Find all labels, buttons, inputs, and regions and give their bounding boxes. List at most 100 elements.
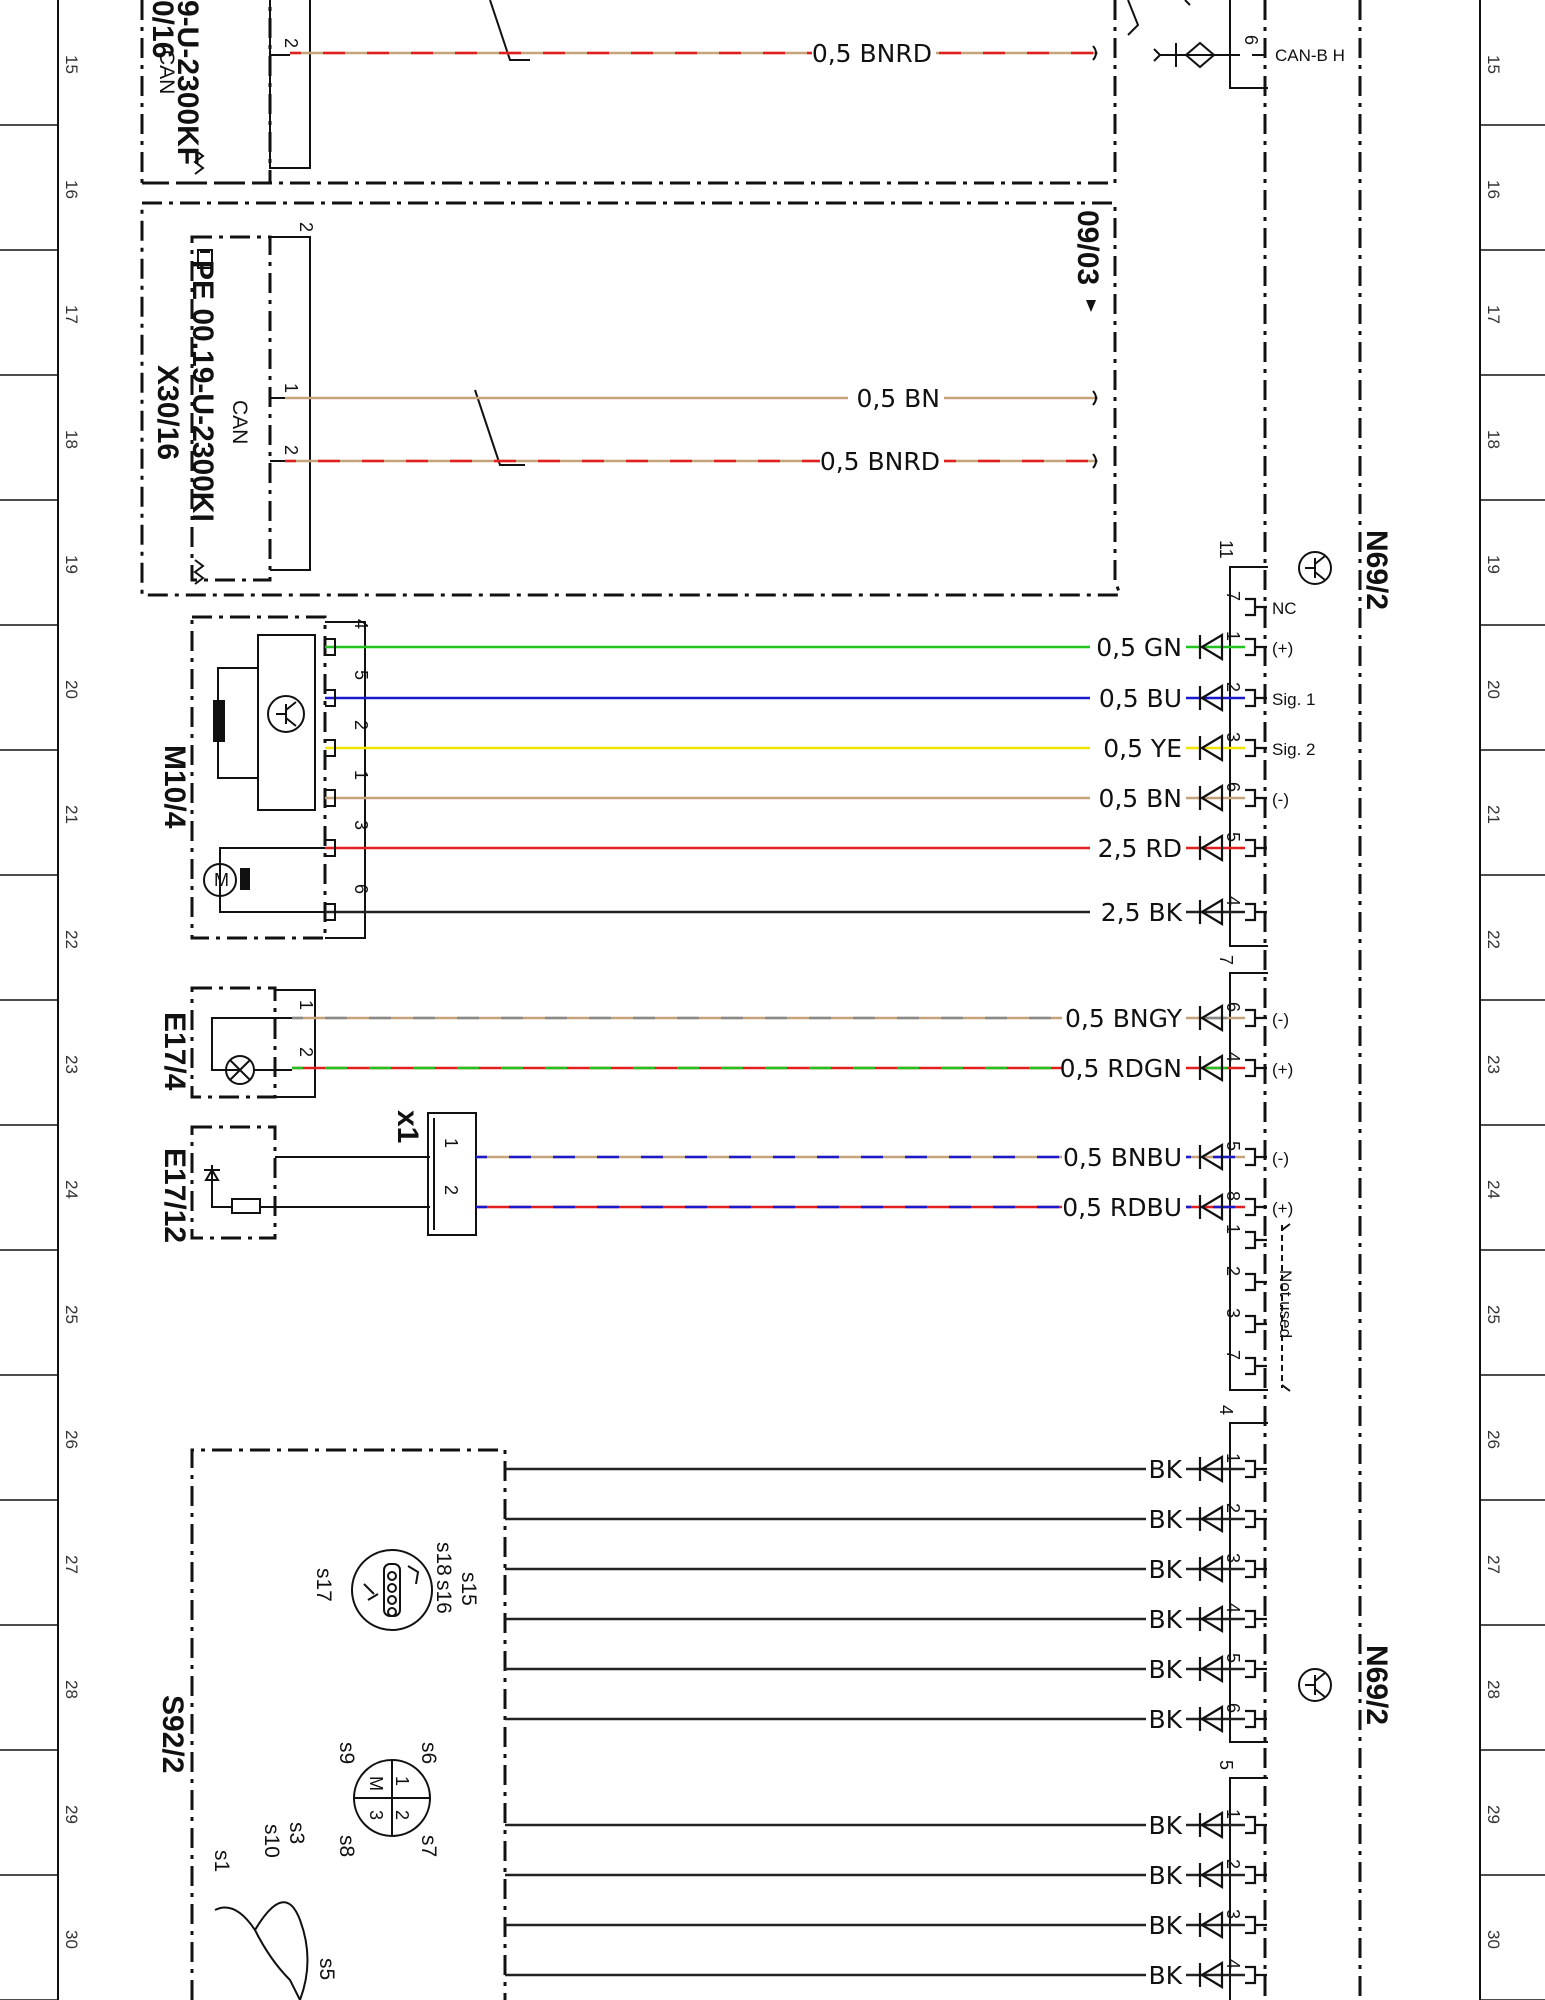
transistor-icon-low	[1298, 1668, 1332, 1702]
conn-b-pin-8	[1245, 1197, 1267, 1217]
x1-label: x1	[391, 1110, 424, 1143]
grid-number-right: 22	[1484, 930, 1503, 949]
lower-can-connector: 2 CAN PE 00.19-U-2300KI X30/16 1 2 09/03	[140, 201, 1123, 597]
grid-number-left: 25	[62, 1305, 81, 1324]
conn-c-wire-label-2-bg	[1146, 1505, 1186, 1533]
conn-d-arrow-1	[1198, 1811, 1224, 1839]
conn-b-signal-3: (+)	[1272, 1199, 1293, 1218]
conn-a-pin-6-num: 6	[1223, 782, 1243, 792]
conn-b-wire-label-3: 0,5 RDBU	[1062, 1193, 1182, 1222]
conn-b-unused-pin-2	[1245, 1272, 1267, 1292]
conn-d-arrow-3	[1198, 1911, 1224, 1939]
conn-d-pin-1	[1245, 1815, 1267, 1835]
conn-a-signal-2: Sig. 1	[1272, 690, 1315, 709]
conn-a-arrow-6	[1198, 898, 1224, 926]
conn-b-arrow-0	[1198, 1004, 1224, 1032]
lower-wire-label-0: 0,5 BN	[856, 384, 940, 413]
m10-pin-num: 2	[351, 720, 371, 730]
conn-c-pin-4	[1245, 1609, 1267, 1629]
m10-pin-num: 4	[351, 619, 371, 629]
conn-a-pin-1	[1245, 637, 1267, 657]
n69-2-label-mid: N69/2	[1360, 530, 1393, 610]
conn-d-wire-label-3-bg	[1146, 1911, 1186, 1939]
grid-number-right: 19	[1484, 555, 1503, 574]
conn-a-wire-label-4-bg	[1090, 784, 1186, 812]
switch-s17: s17	[312, 1568, 335, 1602]
not-used-label: Not used	[1276, 1270, 1295, 1338]
conn-b-wire-label-1: 0,5 RDGN	[1060, 1054, 1182, 1083]
switch-s6: s6	[417, 1742, 440, 1764]
m10-pin-mark	[325, 689, 336, 707]
conn-a-wire-label-2: 0,5 BU	[1099, 684, 1182, 713]
lower-pin-2: 2	[281, 445, 301, 455]
grid-number-left: 27	[62, 1555, 81, 1574]
m10-pin-num: 1	[351, 770, 371, 780]
m10-pin-num: 3	[351, 820, 371, 830]
conn-c-pin-2-num: 2	[1223, 1503, 1243, 1513]
e17-12-label: E17/12	[158, 1148, 191, 1243]
lower-wire-label-0-bg	[848, 384, 944, 412]
m10-pin-num: 5	[351, 670, 371, 680]
conn-a-arrow-4	[1198, 784, 1224, 812]
switch-s10: s10	[260, 1824, 283, 1858]
conn-b-pin-5-num: 5	[1223, 1141, 1243, 1151]
sensor-transistor-icon	[267, 695, 305, 733]
conn-a-pin-3	[1245, 738, 1267, 758]
n69-2-label-low: N69/2	[1360, 1645, 1393, 1725]
conn-c-pin-5	[1245, 1659, 1267, 1679]
conn-b-arrow-1	[1198, 1054, 1224, 1082]
conn-b-unused-pin-1-num: 1	[1223, 1224, 1243, 1234]
lower-part-number: PE 00.19-U-2300KI	[186, 260, 219, 522]
grid-number-left: 18	[62, 430, 81, 449]
grid-number-right: 25	[1484, 1305, 1503, 1324]
hand-pointer-icon	[197, 249, 213, 269]
m10-pin-mark	[325, 638, 336, 656]
switch-s18: s18	[432, 1542, 455, 1576]
conn-a-wire-label-5-bg	[1090, 834, 1186, 862]
conn-c-pin-6	[1245, 1709, 1267, 1729]
joystick-switch-icon: 1 2 3 M	[353, 1759, 431, 1837]
x1-pin-1: 1	[441, 1138, 461, 1148]
conn-c-wire-label-6-bg	[1146, 1705, 1186, 1733]
grid-number-right: 30	[1484, 1930, 1503, 1949]
switch-s9: s9	[335, 1742, 358, 1764]
conn-c-arrow-1	[1198, 1455, 1224, 1483]
lower-can-wires: 0,5 BN0,5 BNRD	[270, 384, 1098, 476]
conn-c-wire-label-5-bg	[1146, 1655, 1186, 1683]
grid-number-left: 30	[62, 1930, 81, 1949]
seat-switch-shape	[214, 1901, 309, 2000]
conn-c-pin-5-num: 5	[1223, 1653, 1243, 1663]
n69-top-pin: 6	[1241, 35, 1261, 45]
conn-c-arrow-4	[1198, 1605, 1224, 1633]
conn-b-pin-8-num: 8	[1223, 1191, 1243, 1201]
conn-c-wire-label-5: BK	[1148, 1655, 1182, 1684]
switch-s8: s8	[335, 1835, 358, 1857]
conn-b-pin-6-num: 6	[1223, 1002, 1243, 1012]
led-icon	[204, 1168, 220, 1181]
upper-can-wire: 0,5 BNRD	[290, 39, 1098, 68]
grid-number-left: 17	[62, 305, 81, 324]
conn-c-pin-2	[1245, 1509, 1267, 1529]
conn-a-pin-1-num: 1	[1223, 631, 1243, 641]
e17-4-pin-2: 2	[296, 1047, 316, 1057]
conn-d-pin-4-num: 4	[1223, 1959, 1243, 1969]
grid-number-left: 16	[62, 180, 81, 199]
conn-c-wire-label-6: BK	[1148, 1705, 1182, 1734]
conn-b-pin-5	[1245, 1147, 1267, 1167]
conn-a-arrow-1	[1198, 633, 1224, 661]
conn-a-signal-3: Sig. 2	[1272, 740, 1315, 759]
conn-c-count: 4	[1216, 1405, 1236, 1415]
switch-s3: s3	[285, 1822, 308, 1844]
n69-connector-brackets: 11 7 4 5 Not used	[1216, 540, 1295, 2000]
grid-number-right: 27	[1484, 1555, 1503, 1574]
conn-c-pin-3	[1245, 1559, 1267, 1579]
e17-4-pin-1: 1	[296, 1000, 316, 1010]
conn-d-pin-3	[1245, 1915, 1267, 1935]
grid-number-right: 18	[1484, 430, 1503, 449]
e17-12-led: E17/12	[158, 1125, 430, 1243]
conn-b-unused-pin-1	[1245, 1230, 1267, 1250]
conn-b-unused-pin-3-num: 3	[1223, 1308, 1243, 1318]
grid-number-left: 22	[62, 930, 81, 949]
conn-a-pin-3-num: 3	[1223, 732, 1243, 742]
grid-number-right: 23	[1484, 1055, 1503, 1074]
